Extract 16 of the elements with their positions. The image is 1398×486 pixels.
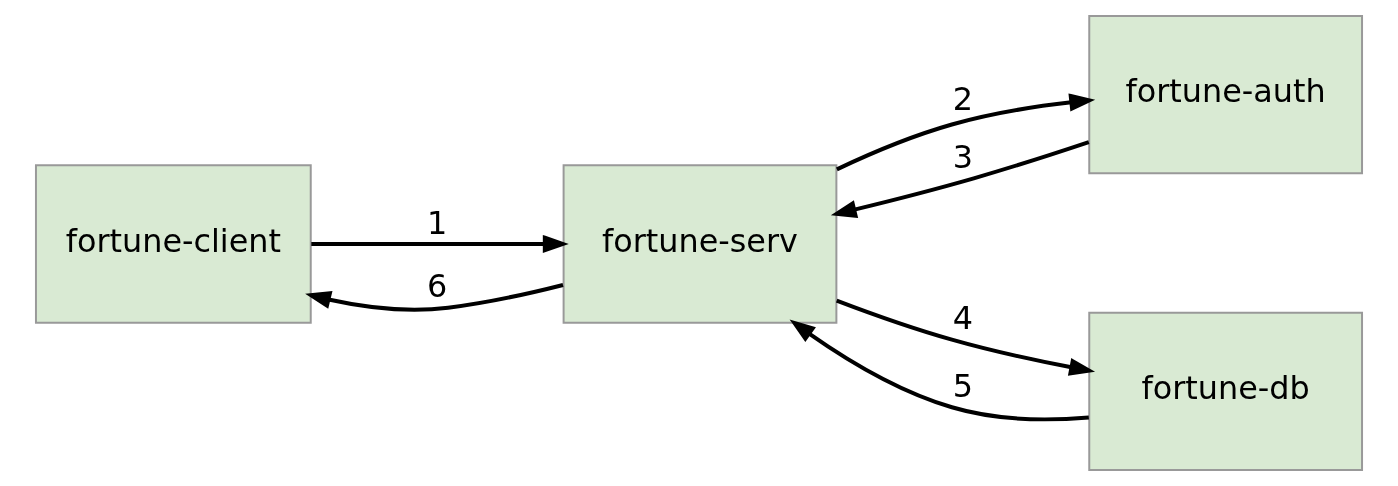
arrow bbox=[836, 93, 1096, 172]
node-box: fortune-db bbox=[1088, 311, 1364, 471]
node-box: fortune-auth bbox=[1088, 15, 1364, 175]
edge-label: 1 bbox=[427, 203, 448, 242]
edge-label: 6 bbox=[427, 267, 448, 306]
edge-label: 3 bbox=[952, 137, 973, 176]
edge-label: 5 bbox=[952, 366, 973, 405]
arrow bbox=[835, 298, 1096, 376]
arrow bbox=[305, 283, 564, 312]
arrow bbox=[311, 234, 569, 254]
arrow bbox=[789, 319, 1089, 422]
node-box: fortune-serv bbox=[562, 164, 838, 324]
node-box: fortune-client bbox=[34, 164, 312, 324]
edge-label: 4 bbox=[952, 299, 973, 338]
edge-label: 2 bbox=[952, 80, 973, 119]
arrow bbox=[830, 140, 1090, 218]
